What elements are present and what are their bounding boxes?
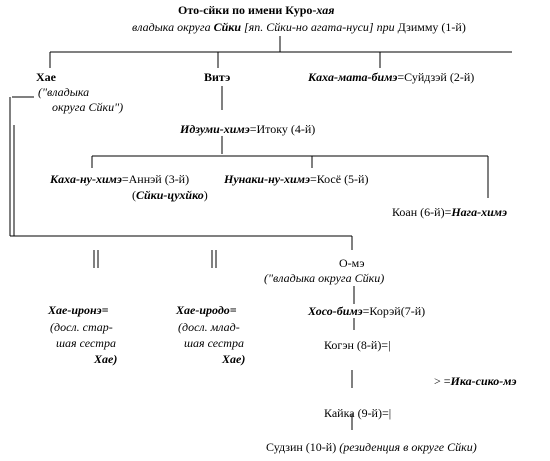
node-hae-desc2: округа Сйки") (52, 100, 124, 114)
node-kaha-nu-spouse: =Аннэй (3-й) (121, 172, 190, 186)
node-sudzin: Судзин (10-й) (резиденция в округе Сйки) (266, 440, 477, 454)
root-desc-prefix: владыка округа (132, 20, 214, 34)
node-kaha-nu-name: Каха-ну-химэ (50, 172, 122, 186)
root-desc-place: Сйки (213, 20, 241, 34)
node-ika-name: Ика-сико-мэ (450, 374, 517, 388)
root-node-line2: владыка округа Сйки [яп. Сйки-но агата-н… (132, 20, 466, 34)
node-kaha-mata: Каха-мата-бимэ=Суйдзэй (2-й) (308, 70, 474, 84)
node-hae-irone-desc2: шая сестра (56, 336, 116, 350)
node-koan-ruler: Коан (6-й)= (392, 205, 452, 219)
node-ome-desc: ("владыка округа Сйки) (264, 271, 385, 285)
node-kaha-mata-spouse: =Суйдзэй (2-й) (397, 70, 475, 84)
node-hae-irone-desc1: (досл. стар- (50, 320, 113, 334)
node-kaha-mata-name: Каха-мата-бимэ (308, 70, 398, 84)
node-ika-prefix: > = (434, 374, 451, 388)
node-idzumi: Идзуми-химэ=Итоку (4-й) (180, 122, 315, 136)
node-hae-irodo-desc2: шая сестра (184, 336, 244, 350)
node-ome-name: О-мэ (339, 256, 365, 270)
node-kaha-nu-alias-open: ( (132, 188, 136, 202)
root-node-line1: Ото-сйки по имени Куро-хая (178, 3, 334, 17)
node-vite-name: Витэ (204, 70, 231, 84)
node-hae-irodo-desc3: Хае) (222, 352, 246, 366)
node-nunaki-name: Нунаки-ну-химэ (224, 172, 310, 186)
node-sudzin-note: (резиденция в округе Сйки) (339, 440, 477, 454)
node-hae-irone-desc3: Хае) (94, 352, 118, 366)
root-name-italic: хая (316, 3, 335, 17)
node-idzumi-spouse: =Итоку (4-й) (249, 122, 316, 136)
node-koan: Коан (6-й)=Нага-химэ (392, 205, 507, 219)
node-kaha-nu-alias-close: ) (203, 188, 208, 202)
node-ika: > =Ика-сико-мэ (434, 374, 516, 388)
node-kaha-nu: Каха-ну-химэ=Аннэй (3-й) (50, 172, 189, 186)
node-kogen: Когэн (8-й)=| (324, 338, 391, 352)
node-nunaki: Нунаки-ну-химэ=Косё (5-й) (224, 172, 368, 186)
node-hae-irone-name: Хае-иронэ= (48, 303, 109, 317)
node-hae-irodo-desc1: (досл. млад- (178, 320, 240, 334)
root-name: Куро- (285, 3, 317, 17)
node-idzumi-name: Идзуми-химэ (180, 122, 250, 136)
node-koan-name: Нага-химэ (451, 205, 507, 219)
node-nunaki-spouse: =Косё (5-й) (309, 172, 369, 186)
node-kaha-nu-alias: (Сйки-цухйко) (132, 188, 208, 202)
node-hae-irodo-name: Хае-иродо= (176, 303, 237, 317)
root-desc-bracket: [яп. Сйки-но агата-нуси] при (241, 20, 398, 34)
root-desc-ruler: Дзимму (1-й) (397, 20, 466, 34)
node-kaika: Кайка (9-й)=| (324, 406, 392, 420)
node-sudzin-label: Судзин (10-й) (266, 440, 340, 454)
root-title: Ото-сйки по имени (178, 3, 286, 17)
node-hoso-spouse: =Корэй(7-й) (362, 304, 426, 318)
node-hoso: Хосо-бимэ=Корэй(7-й) (308, 304, 425, 318)
node-hae-desc1: ("владыка (38, 85, 90, 99)
node-hae-name: Хае (36, 70, 56, 84)
node-hoso-name: Хосо-бимэ (308, 304, 363, 318)
node-kaha-nu-alias-name: Сйки-цухйко (136, 188, 204, 202)
